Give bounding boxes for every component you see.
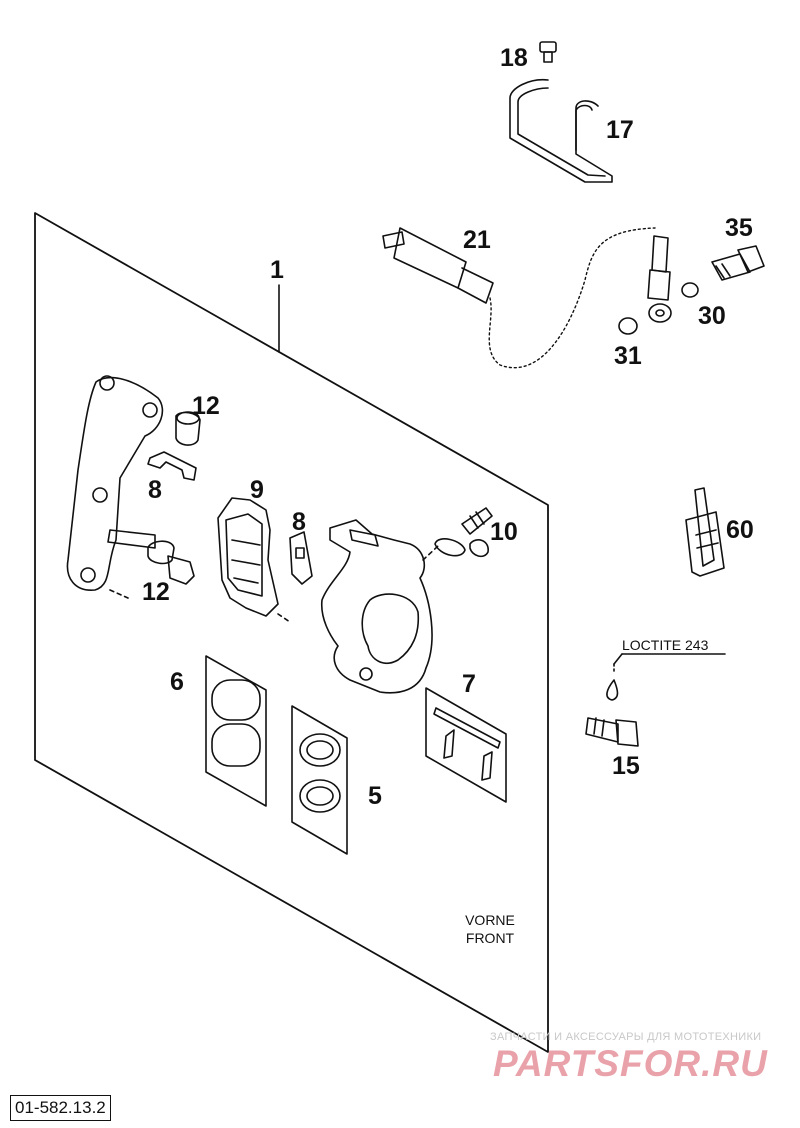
callout-21: 21	[463, 226, 491, 254]
pad-spring-8-top-part	[147, 451, 197, 481]
front-note-en: FRONT	[465, 929, 515, 946]
callout-9: 9	[250, 476, 264, 504]
callout-31: 31	[614, 342, 642, 370]
washer-31-part	[618, 317, 638, 335]
bracket-17-part	[509, 78, 613, 183]
banjo-fitting-part	[647, 235, 672, 323]
front-note: VORNE FRONT	[450, 912, 530, 947]
bolt-15-part	[585, 717, 639, 747]
kit-panel	[34, 212, 549, 1053]
loctite-bottle-60-part	[685, 487, 725, 577]
callout-6: 6	[170, 668, 184, 696]
callout-8-mid: 8	[292, 508, 306, 536]
callout-17: 17	[606, 116, 634, 144]
pad-spring-8-mid-part	[289, 531, 313, 585]
callout-8-top: 8	[148, 476, 162, 504]
callout-35: 35	[725, 214, 753, 242]
callout-7: 7	[462, 670, 476, 698]
loctite-note: LOCTITE 243	[622, 637, 709, 653]
bushing-12-top-part	[175, 411, 201, 446]
washer-30-part	[681, 282, 699, 298]
piston-pack-6-part	[205, 655, 267, 807]
callout-18: 18	[500, 44, 528, 72]
watermark-tagline: ЗАПЧАСТИ И АКСЕССУАРЫ ДЛЯ МОТОТЕХНИКИ	[490, 1031, 762, 1043]
brake-pad-9-part	[217, 497, 291, 623]
callout-10: 10	[490, 518, 518, 546]
caliper-body-part	[320, 519, 439, 694]
pin-pack-7-part	[425, 687, 507, 803]
callout-12-bottom: 12	[142, 578, 170, 606]
callout-1: 1	[270, 256, 284, 284]
seal-pack-5-part	[291, 705, 348, 855]
watermark-brand: PARTSFOR.RU	[493, 1043, 768, 1084]
callout-60: 60	[726, 516, 754, 544]
slide-pin-12-bottom-part	[147, 540, 195, 585]
callout-15: 15	[612, 752, 640, 780]
screw-18-part	[539, 41, 557, 63]
drawing-number: 01-582.13.2	[10, 1095, 111, 1121]
callout-30: 30	[698, 302, 726, 330]
bleed-screw-10-part	[434, 507, 493, 558]
caliper-bracket-part	[66, 375, 164, 599]
banjo-bolt-35-part	[711, 245, 765, 281]
loctite-drop-part	[606, 653, 726, 701]
brake-hose-21-part	[382, 227, 656, 369]
callout-5: 5	[368, 782, 382, 810]
callout-12-top: 12	[192, 392, 220, 420]
front-note-de: VORNE	[465, 912, 515, 928]
